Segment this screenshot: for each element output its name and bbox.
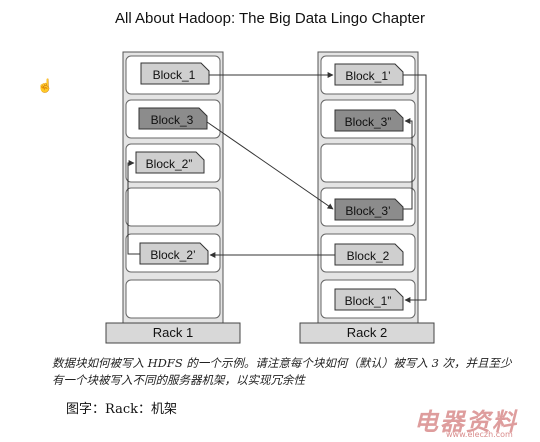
block-r1-5: Block_2’ xyxy=(139,242,209,265)
svg-text:Block_3: Block_3 xyxy=(151,113,194,127)
rack-1-base xyxy=(105,322,241,344)
rack-2-label: Rack 2 xyxy=(347,325,387,340)
rack-2-slot-3 xyxy=(320,143,416,183)
page-title: All About Hadoop: The Big Data Lingo Cha… xyxy=(115,10,425,27)
rack-1-slot-6 xyxy=(125,279,221,319)
hdfs-rack-diagram: Rack 1 Rack 2 Block_1 Block_3 Block_2” B… xyxy=(105,51,435,344)
arrow-block3-replica xyxy=(403,118,413,210)
block-r1-3: Block_2” xyxy=(135,151,205,174)
svg-text:Block_3’: Block_3’ xyxy=(345,204,390,218)
block-r2-4: Block_3’ xyxy=(334,198,404,221)
block-r2-1: Block_1’ xyxy=(334,63,404,86)
svg-text:Block_1’: Block_1’ xyxy=(345,69,390,83)
svg-text:Block_1”: Block_1” xyxy=(345,294,392,308)
block-r1-2: Block_3 xyxy=(138,107,208,130)
rack-1: Rack 1 xyxy=(105,51,241,344)
rack-1-slot-4 xyxy=(125,187,221,227)
block-r2-2: Block_3” xyxy=(334,109,404,132)
rack-1-label: Rack 1 xyxy=(153,325,193,340)
arrow-block3-to-rack2 xyxy=(206,121,334,210)
arrow-block1-replica xyxy=(403,74,427,303)
block-r1-1: Block_1 xyxy=(140,62,210,85)
hand-cursor-icon: ☝ xyxy=(37,78,54,93)
rack-2-base xyxy=(299,322,435,344)
figure-label: 图字：Rack：机架 xyxy=(66,402,177,417)
block-r2-5: Block_2 xyxy=(334,243,404,266)
svg-text:Block_2’: Block_2’ xyxy=(150,248,195,262)
svg-text:Block_2: Block_2 xyxy=(347,249,390,263)
svg-text:Block_2”: Block_2” xyxy=(146,157,193,171)
figure-caption: 数据块如何被写入 HDFS 的一个示例。请注意每个块如何（默认）被写入 3 次，… xyxy=(52,356,512,387)
svg-text:Block_1: Block_1 xyxy=(153,68,196,82)
block-r2-6: Block_1” xyxy=(334,288,404,311)
svg-text:Block_3”: Block_3” xyxy=(345,115,392,129)
watermark-url: www.eleczh.com xyxy=(446,430,513,439)
arrow-block2-replica xyxy=(127,160,140,255)
watermark: 电器资料 xyxy=(414,408,518,436)
